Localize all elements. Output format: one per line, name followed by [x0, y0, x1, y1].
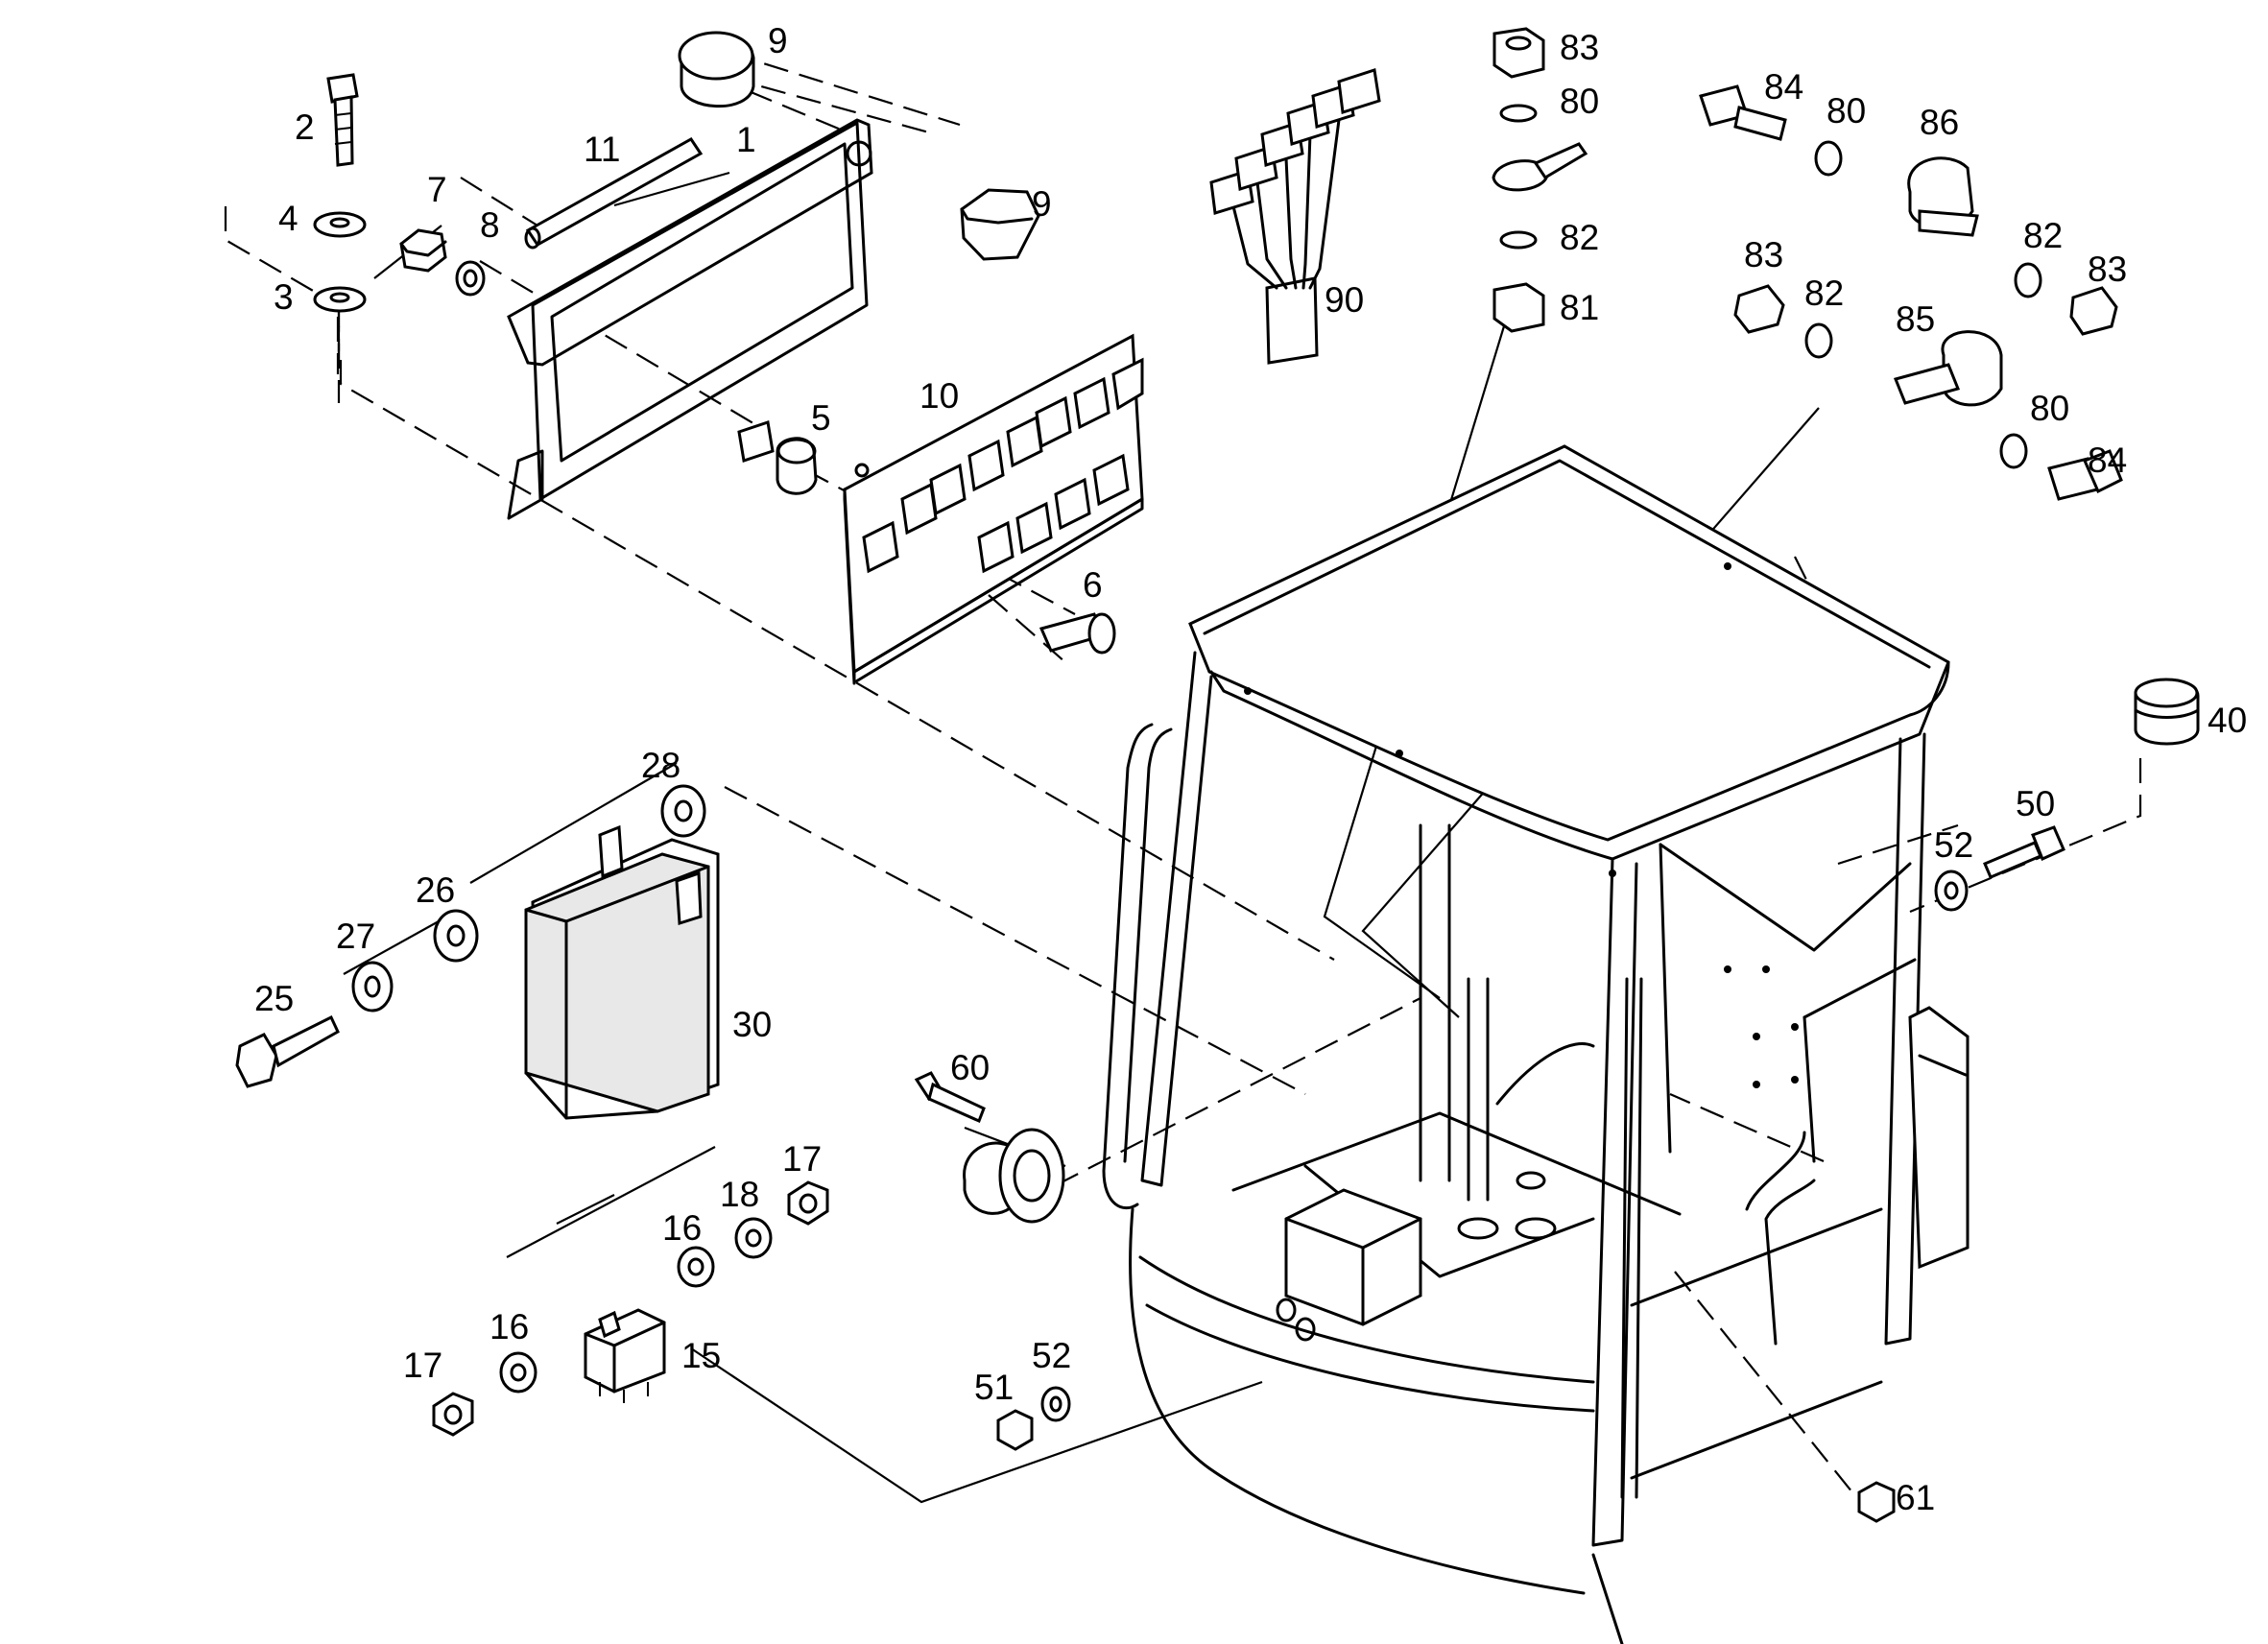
washer-part-52b — [1934, 870, 1969, 912]
washer-part-16a — [677, 1246, 715, 1288]
callout-80-top: 80 — [1560, 82, 1599, 121]
callout-2: 2 — [295, 107, 315, 147]
callout-84-bottom: 84 — [2088, 441, 2127, 480]
nut-part-9b — [960, 188, 1040, 261]
mounting-frame-part-1 — [507, 118, 873, 520]
callout-16-lower: 16 — [489, 1307, 529, 1346]
washer-part-8 — [455, 260, 486, 297]
callout-81: 81 — [1560, 288, 1599, 327]
nut-part-7 — [399, 228, 447, 273]
callout-52-right: 52 — [1934, 825, 1973, 865]
circuit-board-part-10 — [843, 333, 1144, 685]
callout-11: 11 — [584, 130, 620, 169]
callout-51: 51 — [974, 1368, 1014, 1407]
callout-8: 8 — [480, 205, 500, 245]
callout-50: 50 — [2016, 784, 2055, 823]
callout-80-clamp86: 80 — [1826, 91, 1866, 131]
washer-part-3 — [313, 286, 367, 313]
callout-5: 5 — [811, 398, 831, 438]
nut-part-61 — [1857, 1481, 1896, 1523]
callout-26: 26 — [416, 870, 455, 910]
cable-harness-part-90 — [1209, 68, 1381, 365]
bumper-part-9a — [678, 31, 755, 108]
bumper-part-40 — [2134, 678, 2200, 746]
washer-part-16b — [499, 1351, 537, 1394]
connector-socket-part-60 — [914, 1071, 1065, 1224]
clamp-assembly-85 — [1733, 284, 2123, 501]
callout-1: 1 — [736, 120, 756, 159]
callout-7: 7 — [427, 170, 447, 209]
washer-part-4 — [313, 211, 367, 238]
callout-85: 85 — [1896, 299, 1935, 339]
relay-part-15 — [584, 1308, 666, 1403]
control-unit-part-30 — [524, 824, 720, 1120]
washer-part-27 — [351, 961, 394, 1013]
callout-30: 30 — [732, 1005, 772, 1044]
callout-16-upper: 16 — [662, 1208, 702, 1248]
callout-15: 15 — [681, 1336, 721, 1375]
washer-part-28 — [660, 784, 706, 838]
callout-90: 90 — [1325, 280, 1364, 320]
washer-part-26 — [433, 909, 479, 963]
callout-82-clamp85: 82 — [1804, 274, 1844, 313]
callout-27: 27 — [336, 917, 375, 956]
stud-stack — [1492, 27, 1588, 333]
callout-18: 18 — [720, 1175, 759, 1214]
bolt-part-2 — [326, 73, 359, 167]
nut-part-51 — [996, 1409, 1034, 1451]
callout-84-top: 84 — [1764, 67, 1803, 107]
callout-4: 4 — [278, 199, 298, 238]
callout-83-top: 83 — [1560, 28, 1599, 67]
bolt-part-25 — [235, 1014, 340, 1088]
callout-83-clamp85: 83 — [1744, 235, 1783, 274]
washer-part-52a — [1040, 1386, 1071, 1422]
washer-part-18 — [734, 1217, 773, 1259]
callout-83-clamp86: 83 — [2088, 250, 2127, 289]
callout-9-bumper: 9 — [768, 21, 788, 60]
callout-labels: 1 2 3 4 5 6 7 8 9 9 10 11 15 16 16 17 17… — [254, 21, 2247, 1517]
callout-6: 6 — [1083, 565, 1103, 605]
standoff-part-5 — [737, 420, 818, 495]
callout-82-stack: 82 — [1560, 218, 1599, 257]
bolt-part-50 — [1983, 825, 2065, 879]
clamp-assembly-86 — [1699, 84, 2118, 336]
callout-80-clamp85: 80 — [2030, 389, 2069, 428]
callout-28: 28 — [641, 746, 680, 785]
screw-part-6 — [1039, 612, 1116, 655]
rod-part-11 — [524, 137, 704, 250]
callout-17-upper: 17 — [782, 1139, 822, 1179]
callout-9-nut: 9 — [1032, 184, 1052, 224]
operator-cab — [1102, 444, 1970, 1644]
callout-17-lower: 17 — [403, 1346, 442, 1385]
callout-52-bottom: 52 — [1032, 1336, 1071, 1375]
nut-part-17b — [432, 1392, 474, 1437]
callout-82-clamp86: 82 — [2023, 216, 2063, 255]
callout-60: 60 — [950, 1048, 990, 1087]
callout-3: 3 — [274, 277, 294, 317]
callout-10: 10 — [919, 376, 959, 416]
callout-61: 61 — [1896, 1478, 1935, 1517]
callout-25: 25 — [254, 979, 294, 1018]
callout-40: 40 — [2208, 701, 2247, 740]
nut-part-17a — [787, 1180, 829, 1226]
callout-86: 86 — [1920, 103, 1959, 142]
